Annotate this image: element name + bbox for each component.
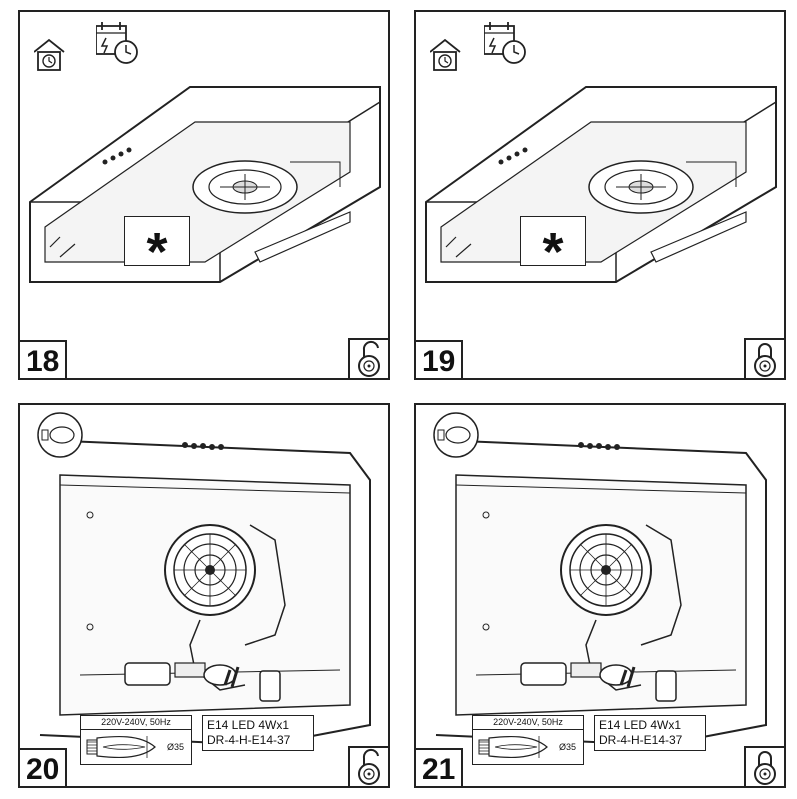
- step-number: 18: [18, 340, 68, 380]
- step-panel-18: * 18: [18, 10, 390, 380]
- bulb-model-box: E14 LED 4Wx1 DR-4-H-E14-37: [594, 715, 706, 751]
- step-number: 20: [18, 748, 68, 788]
- step-panel-21: 220V-240V, 50Hz Ø35 E14 LED 4Wx1 DR-4-H-…: [414, 403, 786, 788]
- bulb-type: E14 LED 4Wx1: [599, 718, 682, 732]
- calendar-power-clock-icon: [484, 22, 526, 64]
- voltage-label: 220V-240V, 50Hz: [473, 716, 583, 730]
- voltage-label: 220V-240V, 50Hz: [81, 716, 191, 730]
- lock-icon: [744, 746, 786, 788]
- diameter-label: Ø35: [559, 742, 577, 752]
- unlock-icon: [348, 338, 390, 380]
- hood-illustration: [29, 86, 381, 283]
- hood-illustration: [425, 86, 777, 283]
- bulb-code: DR-4-H-E14-37: [207, 733, 291, 747]
- lock-icon: [744, 338, 786, 380]
- bulb-spec-box: 220V-240V, 50Hz Ø35: [472, 715, 584, 765]
- home-service-icon: [34, 39, 65, 71]
- step-panel-20: 220V-240V, 50Hz Ø35 E14 LED 4Wx1 DR-4-H-…: [18, 403, 390, 788]
- step-panel-19: * 19: [414, 10, 786, 380]
- home-service-icon: [430, 39, 461, 71]
- step-number: 21: [414, 748, 464, 788]
- mark-asterisk: *: [520, 216, 586, 282]
- bulb-icon: [86, 735, 156, 759]
- bulb-type: E14 LED 4Wx1: [207, 718, 290, 732]
- diameter-label: Ø35: [167, 742, 185, 752]
- bulb-spec-box: 220V-240V, 50Hz Ø35: [80, 715, 192, 765]
- bulb-model-box: E14 LED 4Wx1 DR-4-H-E14-37: [202, 715, 314, 751]
- bulb-code: DR-4-H-E14-37: [599, 733, 683, 747]
- bulb-icon: [478, 735, 548, 759]
- calendar-power-clock-icon: [96, 22, 138, 64]
- unlock-icon: [348, 746, 390, 788]
- step-number: 19: [414, 340, 464, 380]
- mark-asterisk: *: [124, 216, 190, 282]
